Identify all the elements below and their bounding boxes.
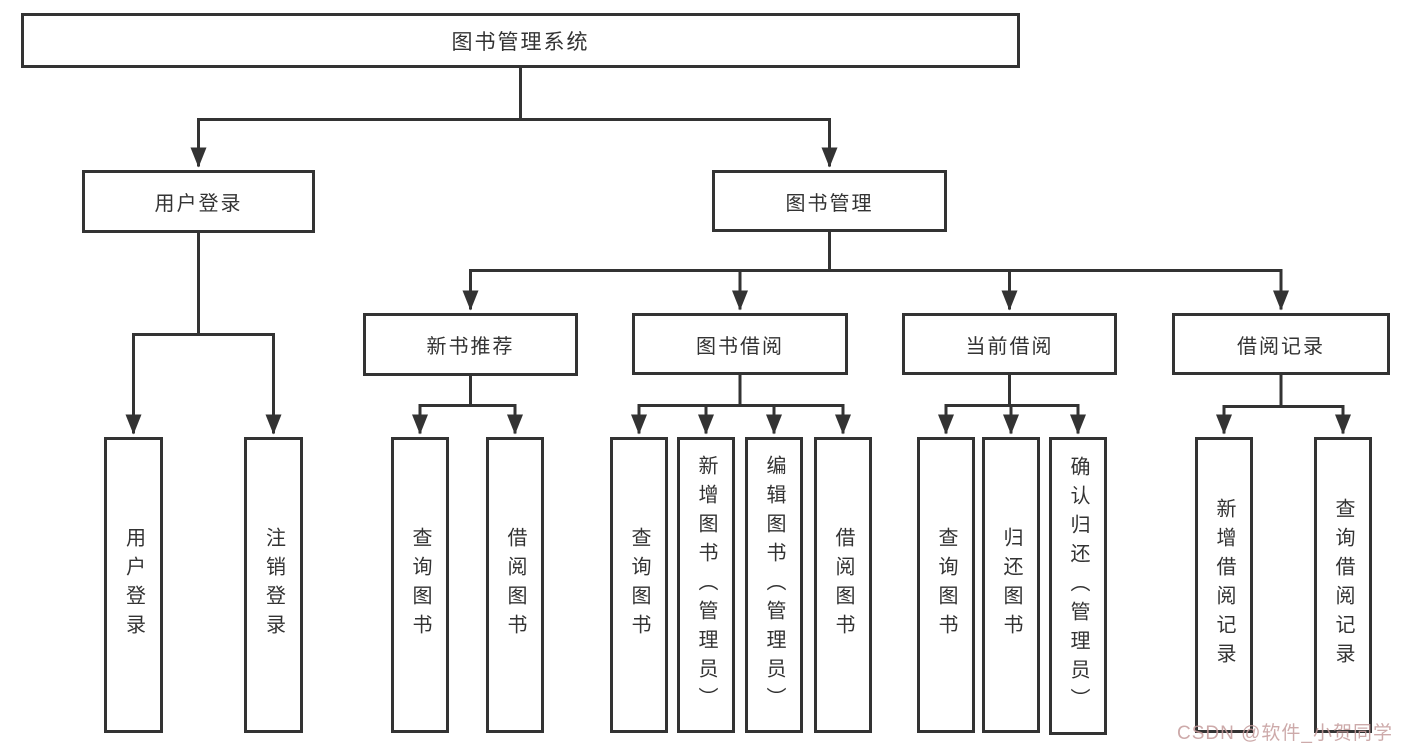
node-new-book-recommend: 新书推荐	[363, 313, 578, 376]
node-book-management-label: 图书管理	[785, 192, 874, 215]
leaf-query-books-recommend: 查询图书	[391, 437, 449, 733]
csdn-watermark: CSDN @软件_小贺同学	[1177, 723, 1393, 744]
leaf-borrow-books-recommend-label: 借阅图书	[504, 527, 526, 643]
leaf-query-borrow-record: 查询借阅记录	[1314, 437, 1372, 733]
leaf-logout-login-label: 注销登录	[262, 527, 285, 643]
leaf-query-books-recommend-label: 查询图书	[409, 527, 431, 643]
leaf-borrow-books-label: 借阅图书	[832, 527, 854, 643]
node-book-borrow-label: 图书借阅	[696, 335, 784, 358]
node-borrow-records-label: 借阅记录	[1237, 335, 1325, 358]
leaf-return-books: 归还图书	[982, 437, 1040, 733]
leaf-return-books-label: 归还图书	[1000, 527, 1022, 643]
leaf-add-borrow-record: 新增借阅记录	[1195, 437, 1253, 733]
leaf-query-books-borrow-label: 查询图书	[628, 527, 650, 643]
node-book-management: 图书管理	[712, 170, 947, 232]
leaf-user-login-label: 用户登录	[122, 527, 145, 643]
node-root-system: 图书管理系统	[21, 13, 1020, 68]
node-borrow-records: 借阅记录	[1172, 313, 1390, 375]
node-user-login: 用户登录	[82, 170, 315, 233]
leaf-confirm-return-admin: 确认归还（管理员）	[1049, 437, 1107, 735]
leaf-add-books-admin: 新增图书（管理员）	[677, 437, 735, 733]
leaf-confirm-return-admin-label: 确认归还（管理员）	[1067, 455, 1089, 717]
node-user-login-label: 用户登录	[154, 193, 243, 215]
leaf-query-books-borrow: 查询图书	[610, 437, 668, 733]
leaf-add-borrow-record-label: 新增借阅记录	[1213, 498, 1235, 672]
leaf-logout-login: 注销登录	[244, 437, 303, 733]
leaf-query-books-current: 查询图书	[917, 437, 975, 733]
leaf-edit-books-admin: 编辑图书（管理员）	[745, 437, 803, 733]
leaf-edit-books-admin-label: 编辑图书（管理员）	[763, 454, 785, 716]
leaf-add-books-admin-label: 新增图书（管理员）	[695, 454, 717, 716]
leaf-borrow-books-recommend: 借阅图书	[486, 437, 544, 733]
node-root-system-label: 图书管理系统	[451, 30, 590, 54]
node-current-borrow-label: 当前借阅	[965, 335, 1054, 358]
leaf-user-login: 用户登录	[104, 437, 163, 733]
leaf-borrow-books: 借阅图书	[814, 437, 872, 733]
node-new-book-recommend-label: 新书推荐	[426, 336, 515, 358]
node-book-borrow: 图书借阅	[632, 313, 848, 375]
leaf-query-borrow-record-label: 查询借阅记录	[1332, 498, 1354, 672]
leaf-query-books-current-label: 查询图书	[935, 527, 957, 643]
node-current-borrow: 当前借阅	[902, 313, 1117, 375]
